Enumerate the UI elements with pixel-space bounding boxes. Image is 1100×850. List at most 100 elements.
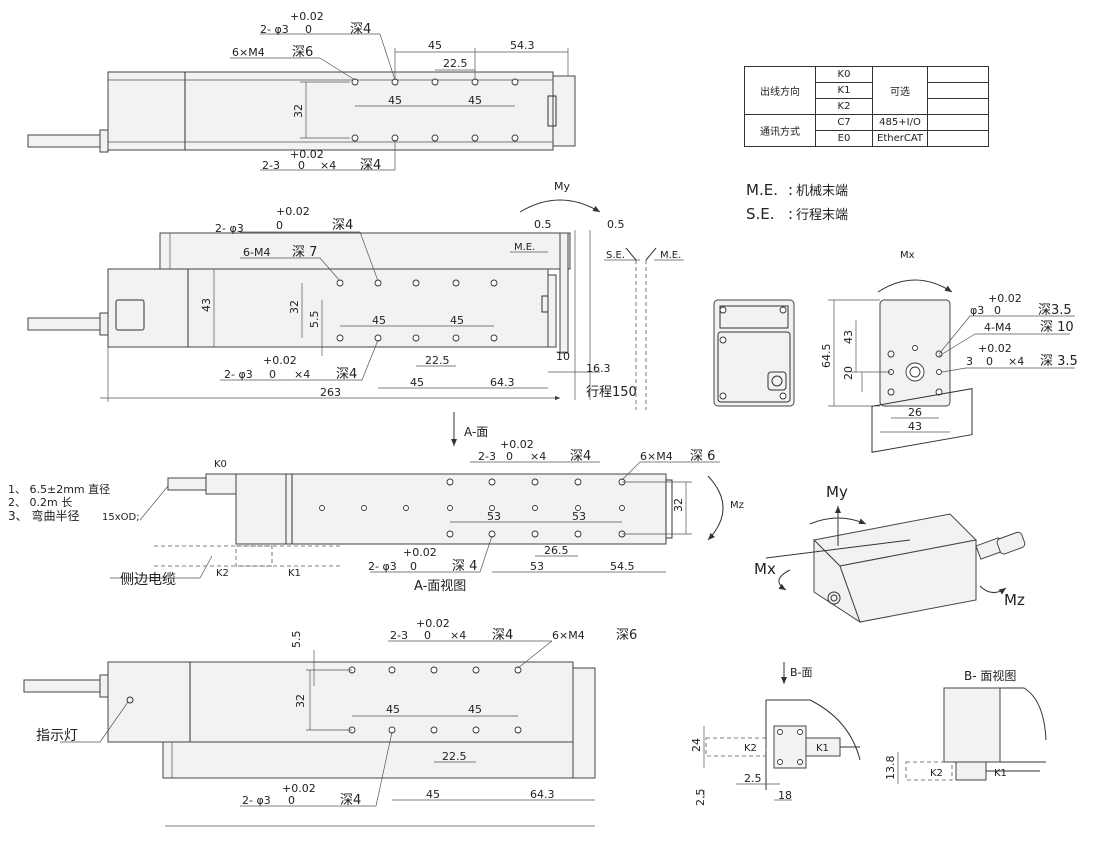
b-dim-18: 18 [778,789,792,802]
a-times4: ×4 [530,450,546,463]
side-dim-43: 43 [200,298,213,312]
svg-text::: : [788,181,793,199]
a-dim-53a: 53 [487,510,501,523]
end-mx: Mx [900,250,915,261]
a-hole-c: 2- φ3 [368,560,397,573]
b-dim-24: 24 [690,738,703,752]
end-dim-43: 43 [842,330,855,344]
iso-view: My Mx Mz [754,388,1026,624]
b-k1: K1 [816,743,829,754]
a-note1: 1、 6.5±2mm 直径 [8,482,110,496]
side-dim-45c: 45 [410,376,424,389]
actuator-body [107,268,549,348]
top-dim-45c: 45 [468,94,482,107]
bottom-dim-32: 32 [294,694,307,708]
side-dim-45b: 45 [450,314,464,327]
top-dim-45b: 45 [388,94,402,107]
b-k1b: K1 [994,768,1007,779]
end-holes [887,345,943,396]
a-k2: K2 [216,568,229,579]
bottom-zero-2: 0 [288,794,295,807]
side-dim-32: 32 [288,300,301,314]
bottom-dim-45c: 45 [426,788,440,801]
bottom-times4: ×4 [450,629,466,642]
cable [167,477,207,491]
optional-label: 可选 [872,66,928,115]
row-e0: E0 [815,130,873,147]
a-tol: +0.02 [500,438,534,451]
top-depth-b: 深6 [292,45,313,60]
side-dim-10: 10 [556,350,570,363]
a-dim-265: 26.5 [544,544,569,557]
bottom-tol: +0.02 [416,617,450,630]
a-note2: 2、 0.2m 长 [8,496,72,509]
side-tol: +0.02 [276,205,310,218]
end-dim-645: 64.5 [820,344,833,369]
legend: M.E. 机械末端 S.E. 行程末端 : : [746,181,848,223]
spec-table: 出线方向 K0 可选 K1 K2 通讯方式 C7 485+I/O E0 Ethe… [744,66,989,147]
b-view: B-面 24 2.5 2.5 18 K2 K1 [690,662,861,807]
iso-mx: Mx [754,560,776,578]
bottom-dim-643: 64.3 [530,788,555,801]
svg-text::: : [788,205,793,223]
actuator-body [285,473,667,545]
end-view-left [713,299,795,407]
cable [23,679,107,693]
iso-mz: Mz [1004,591,1025,609]
row-k2: K2 [815,98,873,115]
side-dim-263: 263 [320,386,341,399]
cable [27,317,109,331]
row-c7: C7 [815,114,873,131]
side-dim-643: 64.3 [490,376,515,389]
bottom-hole-a: 2-3 [390,629,408,642]
a-dim-53c: 53 [530,560,544,573]
side-me: M.E. [514,242,535,253]
side-tol-2: +0.02 [263,354,297,367]
side-dim-05a: 0.5 [534,218,552,231]
a-zero-2: 0 [410,560,417,573]
b-caption: B- 面视图 [964,668,1016,683]
legend-se-text: 行程末端 [796,208,848,223]
a-mz: Mz [730,500,744,511]
a-depth-c: 深 4 [452,559,477,574]
end-depth-b: 深 10 [1040,320,1074,335]
a-caption: A-面视图 [414,579,466,594]
bottom-depth-c: 深4 [340,793,361,808]
side-hole-a: 2- φ3 [215,222,244,235]
end-zero-2: 0 [986,355,993,368]
c7-value: 485+I/O [872,114,928,131]
bottom-depth-b: 深6 [616,628,637,643]
bottom-dim-45b: 45 [468,703,482,716]
a-zero: 0 [506,450,513,463]
bottom-hole-b: 6×M4 [552,629,585,642]
top-zero: 0 [305,23,312,36]
bottom-tol-2: +0.02 [282,782,316,795]
bottom-dim-55: 5.5 [290,631,303,649]
side-dim-163: 16.3 [586,362,611,375]
a-dim-545: 54.5 [610,560,635,573]
top-depth-c: 深4 [360,158,381,173]
cable-gland [99,129,109,153]
iso-my: My [826,483,848,501]
a-hole-b: 6×M4 [640,450,673,463]
bottom-dim-45a: 45 [386,703,400,716]
a-dim-32: 32 [672,498,685,512]
group2-label: 通讯方式 [744,114,816,147]
side-hole-c: 2- φ3 [224,368,253,381]
row-k0: K0 [815,66,873,83]
a-holes [319,478,626,538]
bottom-dim-225: 22.5 [442,750,467,763]
side-my: My [554,180,570,193]
end-depth-a: 深3.5 [1038,303,1072,318]
bottom-zero: 0 [424,629,431,642]
b-dim-25b: 2.5 [694,789,707,807]
side-view: 2- φ3 +0.02 0 深4 6-M4 深 7 My 0.5 0.5 M.E… [27,180,684,410]
actuator-body [107,71,554,151]
side-depth-b: 深 7 [292,245,317,260]
side-dim-45a: 45 [372,314,386,327]
bottom-holes [348,666,522,734]
b-arrow: B-面 [790,666,813,679]
side-stroke: 行程150 [586,385,637,400]
top-hole-c: 2-3 [262,159,280,172]
